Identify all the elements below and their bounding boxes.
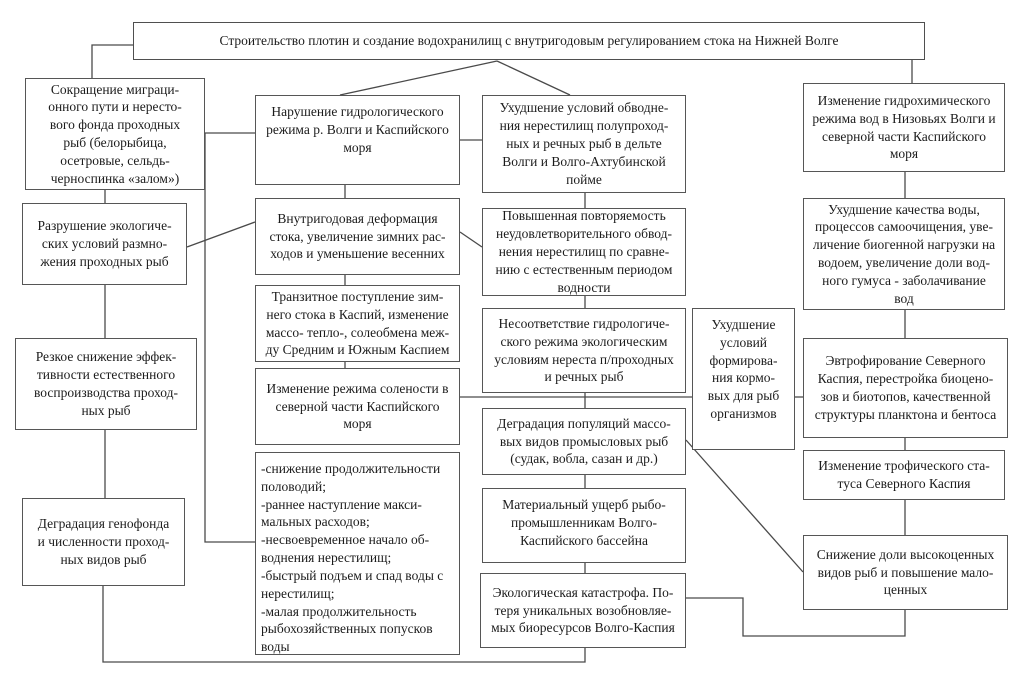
flow-box-d4: Деградация популяций массо- вых видов пр… [482,408,686,475]
flow-box-c5: -снижение продолжительности половодий; -… [255,452,460,655]
flow-box-d3: Несоответствие гидрологиче- ского режима… [482,308,686,393]
flow-box-text-b2: Разрушение экологиче- ских условий размн… [37,218,172,269]
flow-box-c3: Транзитное поступление зим- него стока в… [255,285,460,362]
flow-box-text-e1: Ухудшение условий формирова- ния кормо- … [707,317,780,422]
flow-box-b4: Деградация генофонда и численности прохо… [22,498,185,586]
flow-box-b3: Резкое снижение эффек- тивности естестве… [15,338,197,430]
flow-box-f4: Изменение трофического ста- туса Северно… [803,450,1005,500]
flow-box-b1: Сокращение миграци- онного пути и нерест… [25,78,205,190]
flow-box-text-b4: Деградация генофонда и численности прохо… [37,516,170,567]
flow-box-text-d4: Деградация популяций массо- вых видов пр… [497,415,671,467]
flow-box-text-f5: Снижение доли высокоценных видов рыб и п… [816,546,995,598]
flow-box-text-f1: Изменение гидрохимического режима вод в … [812,92,996,162]
connector-c1-c5 [204,132,255,543]
flow-box-text-b1: Сокращение миграци- онного пути и нерест… [48,81,182,186]
flow-box-text-c5: -снижение продолжительности половодий; -… [261,461,444,655]
flow-box-f1: Изменение гидрохимического режима вод в … [803,83,1005,172]
flow-box-text-c4: Изменение режима солености в северной ча… [266,380,449,432]
connector-title-d1 [496,60,571,96]
diagram-title-box: Строительство плотин и создание водохран… [133,22,925,60]
flow-box-text-f3: Эвтрофирование Северного Каспия, перестр… [814,353,997,422]
connector-title-c1 [339,60,498,96]
flow-box-text-f4: Изменение трофического ста- туса Северно… [818,458,990,491]
connector-title-b1 [91,44,133,78]
flow-box-d1: Ухудшение условий обводне- ния нерестили… [482,95,686,193]
flow-box-d5: Материальный ущерб рыбо- промышленникам … [482,488,686,563]
flow-box-d6: Экологическая катастрофа. По- теря уника… [480,573,686,648]
flow-box-text-d3: Несоответствие гидрологиче- ского режима… [494,315,674,385]
flow-box-c2: Внутригодовая деформация стока, увеличен… [255,198,460,275]
flow-box-text-b3: Резкое снижение эффек- тивности естестве… [34,349,178,418]
connector-b2-c2 [186,221,256,248]
flow-box-text-d5: Материальный ущерб рыбо- промышленникам … [502,497,666,548]
flow-box-f2: Ухудшение качества воды, процессов самоо… [803,198,1005,310]
flow-box-text-d6: Экологическая катастрофа. По- теря уника… [491,584,675,636]
connector-d4-f5 [685,439,804,573]
flow-box-f5: Снижение доли высокоценных видов рыб и п… [803,535,1008,610]
flow-box-text-f2: Ухудшение качества воды, процессов самоо… [812,201,996,306]
connector-b4-d6 [102,586,586,663]
diagram-title-text: Строительство плотин и создание водохран… [219,33,839,49]
flow-box-c1: Нарушение гидрологического режима р. Вол… [255,95,460,185]
flow-box-text-c1: Нарушение гидрологического режима р. Вол… [266,104,449,155]
flow-box-e1: Ухудшение условий формирова- ния кормо- … [692,308,795,450]
flow-box-text-c2: Внутригодовая деформация стока, увеличен… [269,210,446,262]
flow-box-text-d2: Повышенная повторяемость неудовлетворите… [495,208,673,295]
flow-box-f3: Эвтрофирование Северного Каспия, перестр… [803,338,1008,438]
flow-box-d2: Повышенная повторяемость неудовлетворите… [482,208,686,296]
flow-box-c4: Изменение режима солености в северной ча… [255,368,460,445]
connector-c2-d2 [459,231,483,248]
flow-box-b2: Разрушение экологиче- ских условий размн… [22,203,187,285]
flow-box-text-c3: Транзитное поступление зим- него стока в… [265,288,450,358]
flow-box-text-d1: Ухудшение условий обводне- ния нерестили… [499,100,669,187]
connector-d6-f5 [686,597,906,637]
